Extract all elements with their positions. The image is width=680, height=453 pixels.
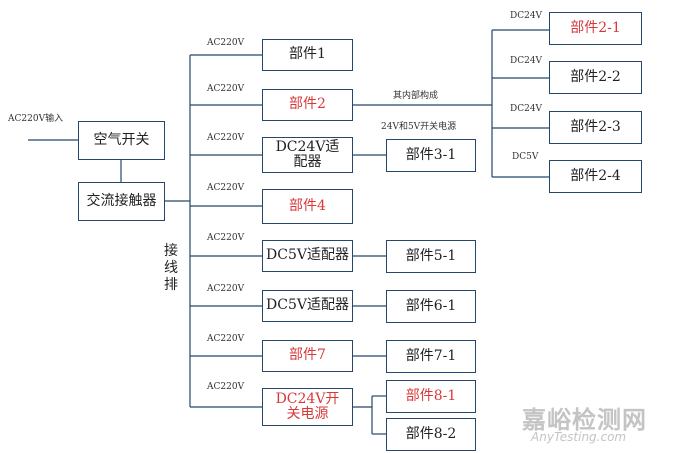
branch-label-2: AC220V (207, 84, 245, 94)
contactor-box: 交流接触器 (78, 182, 165, 221)
dc5v-adapter-box-b: DC5V适配器 (262, 290, 353, 322)
part1-box: 部件1 (262, 39, 353, 71)
part2-2-box: 部件2-2 (549, 61, 642, 94)
branch-label-6: AC220V (207, 284, 245, 294)
part5-1-box: 部件5-1 (386, 240, 476, 273)
dc5v-adapter-box-a: DC5V适配器 (262, 240, 353, 272)
part3-1-box: 部件3-1 (386, 139, 476, 172)
terminal-block-label: 接线排 (164, 243, 178, 293)
branch-label-5: AC220V (207, 233, 245, 243)
sub-label-1: DC24V (510, 11, 543, 21)
part2-box: 部件2 (262, 89, 353, 121)
sub-label-4: DC5V (512, 152, 539, 162)
branch-label-3: AC220V (207, 133, 245, 143)
part2-4-box: 部件2-4 (549, 160, 642, 193)
sub-label-2: DC24V (510, 56, 543, 66)
part7-1-box: 部件7-1 (386, 340, 476, 373)
part4-box: 部件4 (262, 189, 353, 224)
sub-label-3: DC24V (510, 104, 543, 114)
internal-note-label: 其内部构成 (393, 91, 439, 101)
branch-label-8: AC220V (207, 382, 245, 392)
internal-psu-label: 24V和5V开关电源 (381, 122, 457, 132)
input-label: AC220V输入 (8, 114, 64, 124)
part2-3-box: 部件2-3 (549, 111, 642, 144)
part7-box: 部件7 (262, 340, 353, 372)
part8-2-box: 部件8-2 (386, 418, 476, 451)
watermark-en: AnyTesting.com (531, 430, 627, 444)
branch-label-4: AC220V (207, 183, 245, 193)
air-switch-box: 空气开关 (78, 121, 165, 160)
part2-1-box: 部件2-1 (549, 12, 642, 45)
dc24v-adapter-box: DC24V适配器 (262, 137, 353, 173)
part8-1-box: 部件8-1 (386, 380, 476, 413)
dc24v-switch-psu-box: DC24V开关电源 (262, 388, 353, 426)
branch-label-1: AC220V (207, 38, 245, 48)
watermark-cn: 嘉峪检测网 (522, 406, 647, 434)
branch-label-7: AC220V (207, 334, 245, 344)
part6-1-box: 部件6-1 (386, 290, 476, 323)
